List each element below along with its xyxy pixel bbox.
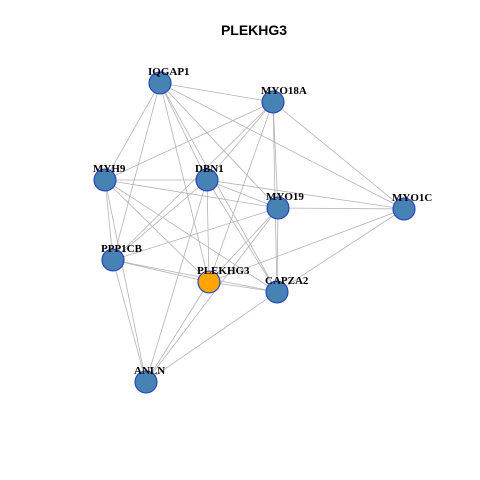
edge-myo19-ppp1cb <box>112 207 279 261</box>
node-label-myh9: MYH9 <box>93 163 126 175</box>
edge-myo19-plekhg3 <box>208 207 279 283</box>
node-label-dbn1: DBN1 <box>195 163 224 175</box>
edge-dbn1-plekhg3 <box>206 179 210 283</box>
edge-ppp1cb-capza2 <box>112 259 278 293</box>
edge-myh9-ppp1cb <box>104 179 114 261</box>
edge-iqgap1-myo18a <box>159 82 274 103</box>
edge-iqgap1-capza2 <box>159 82 278 293</box>
edge-myo18a-myh9 <box>104 101 274 181</box>
node-dbn1[interactable] <box>195 168 219 192</box>
edge-myo18a-dbn1 <box>206 101 274 181</box>
edge-myh9-capza2 <box>104 179 278 293</box>
node-iqgap1[interactable] <box>148 71 172 95</box>
node-label-ppp1cb: PPP1CB <box>101 243 143 255</box>
node-label-plekhg3: PLEKHG3 <box>197 265 250 277</box>
edge-myo19-capza2 <box>276 207 279 293</box>
edge-iqgap1-myh9 <box>104 82 161 181</box>
edge-dbn1-myo1c <box>206 179 405 210</box>
node-ppp1cb[interactable] <box>101 248 125 272</box>
node-plekhg3[interactable] <box>197 270 221 294</box>
edge-dbn1-anln <box>145 179 208 383</box>
edge-capza2-anln <box>145 291 278 383</box>
edge-dbn1-ppp1cb <box>112 179 208 261</box>
edge-myo19-myo1c <box>277 207 405 210</box>
node-myo1c[interactable] <box>392 197 416 221</box>
edge-myo18a-myo1c <box>272 101 405 210</box>
edge-myo18a-ppp1cb <box>112 101 274 261</box>
node-label-capza2: CAPZA2 <box>265 275 309 287</box>
node-myo19[interactable] <box>266 196 290 220</box>
edge-myo1c-plekhg3 <box>208 208 405 283</box>
node-label-iqgap1: IQGAP1 <box>148 66 190 78</box>
node-anln[interactable] <box>134 370 158 394</box>
edge-myo19-anln <box>145 207 279 383</box>
edge-myh9-plekhg3 <box>104 179 210 283</box>
edge-iqgap1-dbn1 <box>159 82 208 181</box>
node-label-anln: ANLN <box>134 365 165 377</box>
diagram-title: PLEKHG3 <box>221 22 287 38</box>
edge-myo18a-plekhg3 <box>208 101 274 283</box>
edge-plekhg3-anln <box>145 281 210 383</box>
edge-dbn1-capza2 <box>206 179 278 293</box>
edge-dbn1-myo19 <box>206 179 279 209</box>
edge-ppp1cb-plekhg3 <box>112 259 210 283</box>
edge-iqgap1-ppp1cb <box>112 82 161 261</box>
node-myo18a[interactable] <box>261 90 285 114</box>
edge-myh9-anln <box>104 179 147 383</box>
edge-iqgap1-myo19 <box>159 82 279 209</box>
edge-ppp1cb-anln <box>112 259 147 383</box>
node-label-myo19: MYO19 <box>266 191 304 203</box>
edge-iqgap1-myo1c <box>159 82 405 210</box>
node-capza2[interactable] <box>265 280 289 304</box>
node-group <box>93 71 416 394</box>
edge-myh9-myo19 <box>104 179 279 209</box>
edge-myo1c-capza2 <box>276 208 405 293</box>
node-label-myo1c: MYO1C <box>392 192 432 204</box>
edge-group <box>104 82 405 383</box>
edge-iqgap1-plekhg3 <box>159 82 210 283</box>
node-label-myo18a: MYO18A <box>261 85 307 97</box>
node-myh9[interactable] <box>93 168 117 192</box>
